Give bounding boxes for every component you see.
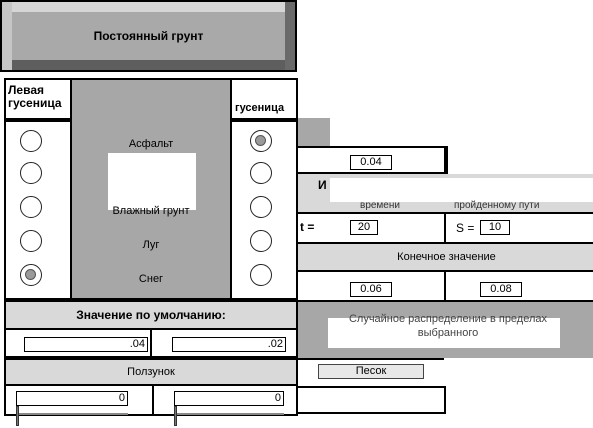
white-overlay-box (108, 153, 196, 210)
default-value-header: Значение по умолчанию: (4, 300, 298, 330)
surface-label-asphalt: Асфальт (128, 138, 174, 150)
column-head-time: времени (360, 200, 400, 211)
default-right-field[interactable]: .02 (172, 337, 286, 352)
final-value-label: Конечное значение (397, 251, 496, 263)
slider-right-field[interactable]: 0 (174, 391, 284, 406)
final-value-header: Конечное значение (298, 242, 593, 272)
slider-label: Ползунок (127, 366, 175, 378)
left-track-header: Левая гусеница (4, 78, 72, 122)
path-value-field[interactable]: 10 (480, 220, 510, 235)
right-track-radio-3[interactable] (250, 196, 272, 218)
constant-ground-label: Постоянный грунт (12, 12, 285, 60)
final-left-field[interactable]: 0.06 (350, 282, 392, 297)
constant-ground-button[interactable]: Постоянный грунт (0, 0, 297, 72)
time-value-field[interactable]: 20 (350, 220, 378, 235)
surface-label-wet-ground: Влажный грунт (112, 205, 190, 217)
left-track-radio-5[interactable] (20, 264, 42, 286)
slider-left-field[interactable]: 0 (16, 391, 128, 406)
surface-label-snow: Снег (138, 273, 164, 285)
left-slider-track[interactable] (16, 413, 128, 415)
path-label: S = (456, 221, 475, 235)
right-slider-handle[interactable] (174, 406, 177, 426)
right-track-radio-1[interactable] (250, 130, 272, 152)
default-left-field[interactable]: .04 (24, 337, 148, 352)
right-track-radio-4[interactable] (250, 230, 272, 252)
surface-list (72, 122, 230, 300)
left-track-radio-3[interactable] (20, 196, 42, 218)
surface-header (72, 78, 230, 122)
left-track-header-text: Левая гусеница (8, 83, 62, 110)
surface-label-meadow: Луг (142, 239, 160, 251)
right-slider-track[interactable] (174, 413, 284, 415)
right-track-header-text: гусеница (235, 102, 285, 114)
time-label: t = (300, 220, 315, 234)
left-track-radio-1[interactable] (20, 130, 42, 152)
right-panel-header-stub (298, 118, 330, 146)
left-track-radio-4[interactable] (20, 230, 42, 252)
left-track-radio-2[interactable] (20, 162, 42, 184)
right-track-radio-5[interactable] (250, 264, 272, 286)
sand-button[interactable]: Песок (318, 364, 424, 379)
right-track-header: гусеница (230, 78, 298, 122)
random-distribution-label: Случайное распределение в пределах выбра… (348, 313, 548, 339)
default-value-label: Значение по умолчанию: (76, 308, 226, 322)
slider-header: Ползунок (4, 358, 298, 386)
final-right-field[interactable]: 0.08 (480, 282, 522, 297)
right-track-radio-2[interactable] (250, 162, 272, 184)
left-slider-handle[interactable] (16, 406, 19, 426)
value-top-field[interactable]: 0.04 (350, 155, 392, 170)
column-head-path: пройденному пути (454, 200, 540, 211)
